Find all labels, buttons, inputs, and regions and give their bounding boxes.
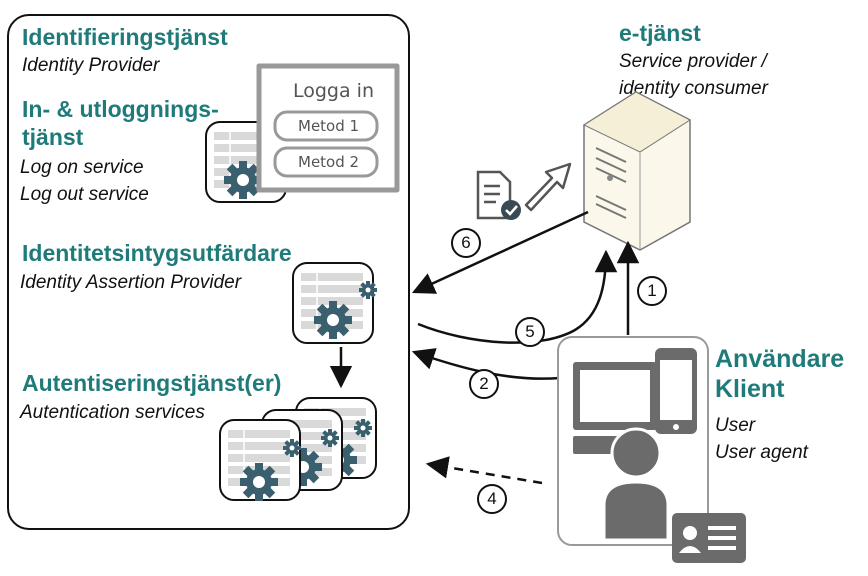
logon-title-line1: In- & utloggnings-: [22, 96, 219, 122]
auth-sub: Autentication services: [20, 402, 205, 423]
step-2-badge: 2: [469, 369, 499, 399]
logon-sub1: Log on service: [20, 157, 144, 178]
service-title: e-tjänst: [619, 20, 701, 46]
assertion-provider-icon: [292, 262, 377, 344]
login-mock-title: Logga in: [293, 80, 375, 102]
user-title-line1: Användare: [715, 345, 845, 373]
logon-title-line2: tjänst: [22, 124, 84, 150]
user-sub1: User: [715, 415, 756, 436]
logon-sub2: Log out service: [20, 184, 149, 205]
auth-title: Autentiseringstjänst(er): [22, 370, 282, 396]
assertion-sub: Identity Assertion Provider: [20, 272, 242, 293]
login-mock-method1: Metod 1: [298, 117, 360, 135]
idp-subtitle: Identity Provider: [22, 55, 160, 76]
hollow-arrow: [524, 162, 572, 212]
step-1-badge: 1: [637, 276, 667, 306]
step-5-badge: 5: [515, 317, 545, 347]
document-check-icon: [476, 170, 521, 220]
step-4-badge: 4: [477, 484, 507, 514]
user-client-icon: [557, 336, 746, 563]
user-title-line2: Klient: [715, 375, 785, 403]
user-sub2: User agent: [715, 442, 808, 463]
auth-services-icon: [219, 397, 377, 501]
login-mock-method2: Metod 2: [298, 153, 360, 171]
assertion-title: Identitetsintygsutfärdare: [22, 240, 292, 266]
server-icon: [582, 91, 691, 251]
service-sub-line2: identity consumer: [619, 78, 768, 99]
idp-title: Identifieringstjänst: [22, 24, 228, 50]
step-6-badge: 6: [451, 228, 481, 258]
login-window-sketch: [256, 63, 400, 193]
service-sub-line1: Service provider /: [619, 51, 767, 72]
